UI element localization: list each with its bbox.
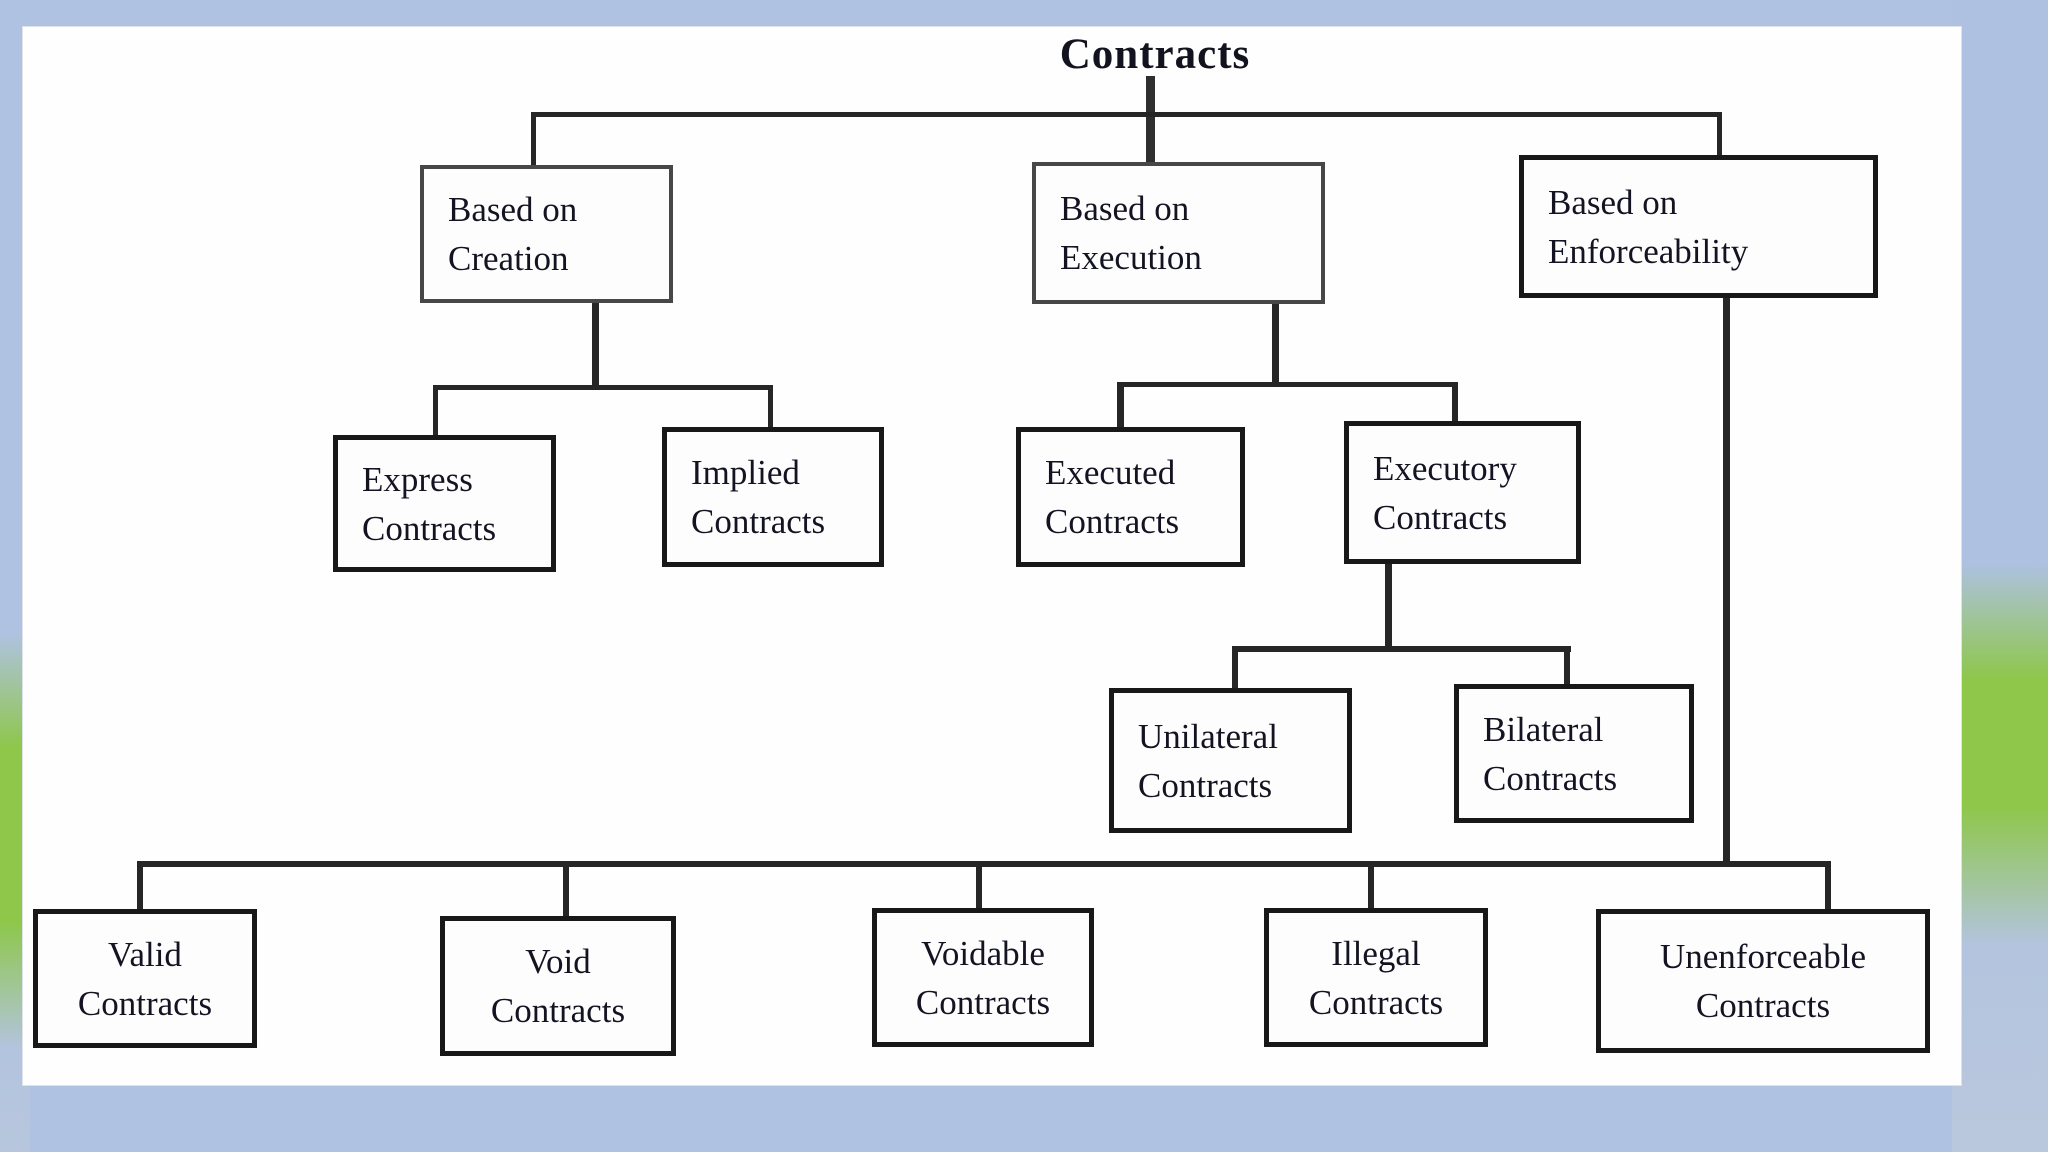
node-based-on-enforceability: Based on Enforceability [1519,155,1878,298]
node-void-contracts: Void Contracts [440,916,676,1056]
connector-creation-hline [433,385,773,390]
connector-bottom-hline [137,861,1831,867]
connector-drop-executory [1452,382,1458,423]
connector-creation-stem [592,301,599,388]
node-implied-contracts: Implied Contracts [662,427,884,567]
connector-drop-voidable [976,861,982,910]
connector-executory-stem [1385,562,1392,652]
connector-drop-implied [768,385,773,429]
node-valid-contracts: Valid Contracts [33,909,257,1048]
connector-drop-unilateral [1232,646,1238,690]
connector-drop-enforceability [1717,112,1722,157]
connector-drop-bilateral [1564,646,1570,686]
node-executed-contracts: Executed Contracts [1016,427,1245,567]
connector-drop-creation [531,112,536,165]
node-bilateral-contracts: Bilateral Contracts [1454,684,1694,823]
connector-executory-hline [1232,646,1571,652]
background-gradient-right [1952,0,2048,1152]
connector-drop-executed [1117,382,1124,429]
connector-top-hline [531,112,1722,117]
node-express-contracts: Express Contracts [333,435,556,572]
connector-title-stem [1146,76,1155,166]
connector-drop-unenforceable [1825,861,1831,911]
connector-execution-stem [1272,302,1279,387]
node-voidable-contracts: Voidable Contracts [872,908,1094,1047]
connector-drop-valid [137,861,143,911]
node-illegal-contracts: Illegal Contracts [1264,908,1488,1047]
connector-drop-illegal [1368,861,1374,910]
diagram-title: Contracts [1059,31,1251,78]
connector-drop-void [563,861,569,918]
connector-drop-express [433,385,438,437]
node-based-on-creation: Based on Creation [420,165,673,303]
node-unilateral-contracts: Unilateral Contracts [1109,688,1352,833]
connector-execution-hline [1117,382,1458,387]
node-unenforceable-contracts: Unenforceable Contracts [1596,909,1930,1053]
node-based-on-execution: Based on Execution [1032,162,1325,304]
node-executory-contracts: Executory Contracts [1344,421,1581,564]
connector-enforceability-stem [1723,296,1730,866]
